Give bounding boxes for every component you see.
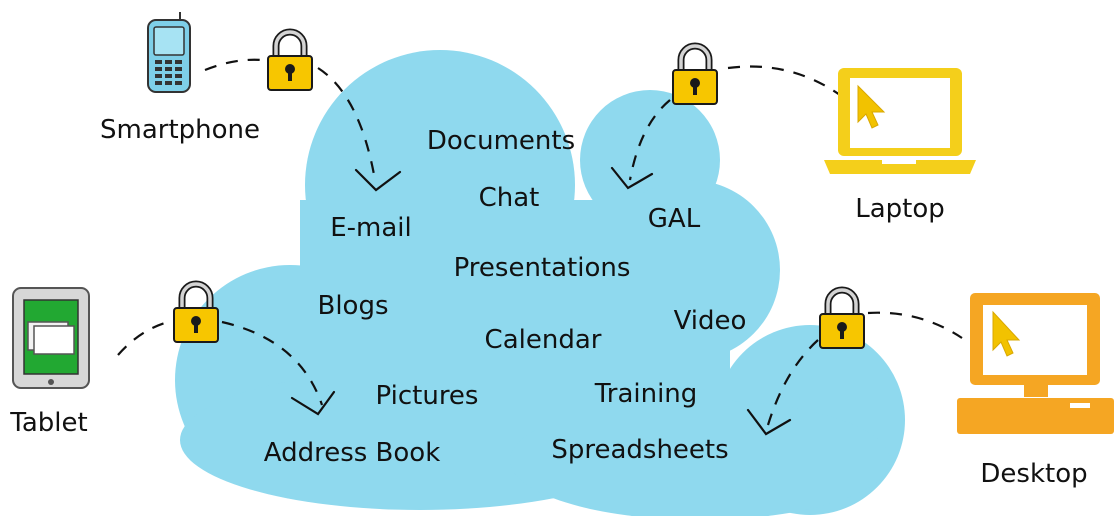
padlock-icon [819, 286, 865, 349]
device-label-smartphone: Smartphone [99, 115, 261, 145]
service-documents: Documents [426, 126, 576, 156]
device-label-tablet: Tablet [10, 408, 88, 438]
smartphone-arrow [204, 58, 377, 181]
service-presentations: Presentations [453, 253, 631, 283]
padlocks [173, 28, 865, 349]
service-video: Video [673, 306, 747, 336]
smartphone-icon [147, 12, 191, 93]
laptop-arrow [628, 65, 841, 181]
service-pictures: Pictures [375, 381, 479, 411]
service-training: Training [594, 379, 698, 409]
service-spreadsheets: Spreadsheets [551, 435, 729, 465]
service-chat: Chat [478, 183, 540, 213]
connection-arrows [117, 58, 963, 426]
tablet-arrow [117, 320, 324, 406]
service-blogs: Blogs [317, 291, 389, 321]
padlock-icon [672, 42, 718, 105]
device-label-desktop: Desktop [980, 459, 1088, 489]
arrowheads [290, 166, 792, 436]
laptop-icon [824, 68, 976, 174]
service-calendar: Calendar [484, 325, 602, 355]
cloud-shape [175, 50, 905, 516]
padlock-icon [173, 280, 219, 343]
tablet-icon [12, 287, 90, 389]
service-email: E-mail [330, 213, 412, 243]
desktop-arrow [766, 311, 963, 426]
service-gal: GAL [647, 204, 701, 234]
padlock-icon [267, 28, 313, 91]
service-address-book: Address Book [263, 438, 441, 468]
desktop-icon [957, 293, 1114, 434]
device-label-laptop: Laptop [855, 194, 945, 224]
